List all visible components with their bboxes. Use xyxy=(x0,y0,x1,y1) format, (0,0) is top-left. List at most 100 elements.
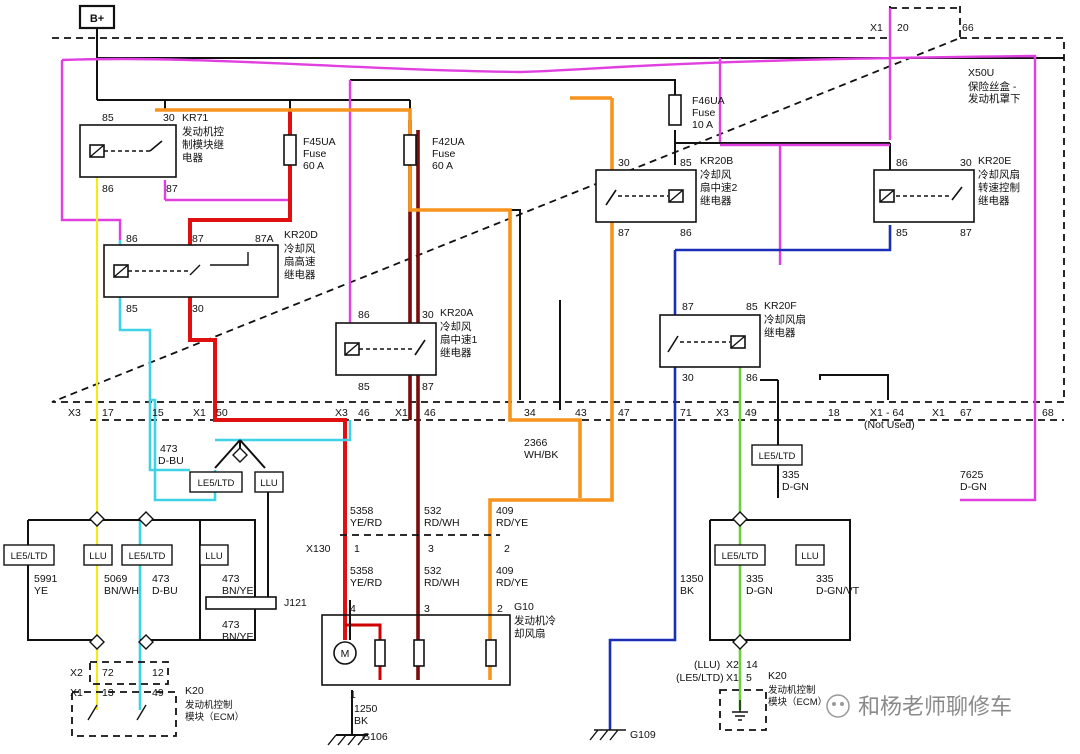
svg-text:1250: 1250 xyxy=(354,703,378,715)
fuse-f45ua-rating: 60 A xyxy=(303,160,324,172)
svg-text:5358: 5358 xyxy=(350,505,374,517)
battery-supply-label: B+ xyxy=(90,13,104,25)
svg-text:473: 473 xyxy=(222,573,240,585)
svg-text:532: 532 xyxy=(424,565,442,577)
svg-text:17: 17 xyxy=(102,407,114,419)
svg-text:D-GN: D-GN xyxy=(782,481,809,493)
relay-kr71: 85 30 86 87 KR71 发动机控 制模块继 电器 xyxy=(79,112,224,195)
svg-text:34: 34 xyxy=(524,407,536,419)
svg-text:86: 86 xyxy=(126,233,138,245)
cooling-fan-motor-g10: M 4 3 2 1 G10 发动机冷 却风扇 xyxy=(321,601,556,701)
bottom-connector-labels: X3 17 15 X1 50 X3 46 X1 46 34 43 47 71 X… xyxy=(68,407,1054,431)
svg-text:M: M xyxy=(341,648,350,660)
svg-text:87A: 87A xyxy=(255,233,274,245)
svg-text:87: 87 xyxy=(166,183,178,195)
svg-text:G109: G109 xyxy=(630,729,656,741)
svg-text:3: 3 xyxy=(424,603,430,615)
svg-text:发动机冷: 发动机冷 xyxy=(514,614,556,627)
svg-text:86: 86 xyxy=(680,227,692,239)
fuse-f42ua-rating: 60 A xyxy=(432,160,453,172)
svg-text:LE5/LTD: LE5/LTD xyxy=(11,551,48,562)
svg-text:2: 2 xyxy=(497,603,503,615)
svg-text:X3: X3 xyxy=(68,407,81,419)
branch-diamonds xyxy=(89,447,748,650)
svg-text:15: 15 xyxy=(152,407,164,419)
svg-text:532: 532 xyxy=(424,505,442,517)
svg-text:D-GN: D-GN xyxy=(960,481,987,493)
option-llu-left-1: LLU xyxy=(83,544,113,566)
svg-text:335: 335 xyxy=(816,573,834,585)
relay-kr20a-id: KR20A xyxy=(440,307,473,319)
svg-text:LLU: LLU xyxy=(801,551,819,562)
svg-text:继电器: 继电器 xyxy=(764,326,796,339)
connector-x130-label: X130 xyxy=(306,543,331,555)
svg-text:46: 46 xyxy=(358,407,370,419)
svg-text:7625: 7625 xyxy=(960,469,984,481)
svg-text:43: 43 xyxy=(575,407,587,419)
svg-text:473: 473 xyxy=(152,573,170,585)
fuse-f42ua xyxy=(403,134,417,166)
svg-text:WH/BK: WH/BK xyxy=(524,449,558,461)
fuse-f46ua-id: F46UA xyxy=(692,95,725,107)
svg-text:335: 335 xyxy=(746,573,764,585)
option-llu-center: LLU xyxy=(254,471,284,493)
svg-text:2366: 2366 xyxy=(524,437,548,449)
svg-text:G106: G106 xyxy=(362,731,388,743)
svg-text:制模块继: 制模块继 xyxy=(182,138,224,151)
svg-text:LLU: LLU xyxy=(89,551,107,562)
svg-text:X1: X1 xyxy=(726,672,739,684)
svg-text:(LE5/LTD): (LE5/LTD) xyxy=(676,672,724,684)
svg-text:30: 30 xyxy=(682,372,694,384)
svg-text:47: 47 xyxy=(618,407,630,419)
fuse-block-desc-1: 保险丝盒 - xyxy=(968,80,1017,93)
svg-text:LE5/LTD: LE5/LTD xyxy=(759,451,796,462)
svg-text:BK: BK xyxy=(354,715,368,727)
svg-text:发动机控: 发动机控 xyxy=(182,125,224,138)
svg-text:86: 86 xyxy=(102,183,114,195)
svg-text:RD/WH: RD/WH xyxy=(424,517,460,529)
svg-text:3: 3 xyxy=(428,543,434,555)
svg-text:86: 86 xyxy=(746,372,758,384)
ecm-module-left: X2 72 12 X1 13 49 K20 发动机控制 模块（ECM） xyxy=(70,661,244,737)
svg-text:RD/WH: RD/WH xyxy=(424,577,460,589)
svg-text:87: 87 xyxy=(422,381,434,393)
svg-text:LE5/LTD: LE5/LTD xyxy=(129,551,166,562)
svg-text:D-GN: D-GN xyxy=(746,585,773,597)
svg-text:1350: 1350 xyxy=(680,573,704,585)
svg-text:LE5/LTD: LE5/LTD xyxy=(722,551,759,562)
fuse-block-connector-label: X1 xyxy=(870,22,883,34)
svg-text:30: 30 xyxy=(422,309,434,321)
svg-text:LLU: LLU xyxy=(260,478,278,489)
svg-text:YE/RD: YE/RD xyxy=(350,577,383,589)
svg-text:85: 85 xyxy=(680,157,692,169)
svg-text:BK: BK xyxy=(680,585,694,597)
svg-text:D-BU: D-BU xyxy=(152,585,178,597)
svg-text:68: 68 xyxy=(1042,407,1054,419)
relay-kr20e-id: KR20E xyxy=(978,155,1011,167)
svg-text:50: 50 xyxy=(216,407,228,419)
watermark: 和杨老师聊修车 xyxy=(826,694,1012,720)
svg-text:46: 46 xyxy=(424,407,436,419)
fuse-f45ua-word: Fuse xyxy=(303,148,327,160)
svg-text:K20: K20 xyxy=(185,685,204,697)
svg-text:86: 86 xyxy=(358,309,370,321)
svg-text:YE: YE xyxy=(34,585,48,597)
svg-text:RD/YE: RD/YE xyxy=(496,577,528,589)
svg-text:87: 87 xyxy=(192,233,204,245)
svg-text:49: 49 xyxy=(152,687,164,699)
fuse-block-id: X50U xyxy=(968,67,994,79)
option-le5-ltd-left-2: LE5/LTD xyxy=(121,544,173,566)
relay-kr20d-id: KR20D xyxy=(284,229,318,241)
svg-text:85: 85 xyxy=(358,381,370,393)
svg-text:冷却风扇: 冷却风扇 xyxy=(764,313,806,326)
svg-text:85: 85 xyxy=(102,112,114,124)
svg-text:YE/RD: YE/RD xyxy=(350,517,383,529)
fuse-f42ua-word: Fuse xyxy=(432,148,456,160)
svg-text:电器: 电器 xyxy=(182,151,203,164)
svg-text:X1: X1 xyxy=(70,687,83,699)
fuse-f45ua xyxy=(283,134,297,166)
splice-j121-label: J121 xyxy=(284,597,307,609)
svg-text:13: 13 xyxy=(102,687,114,699)
svg-text:LLU: LLU xyxy=(205,551,223,562)
